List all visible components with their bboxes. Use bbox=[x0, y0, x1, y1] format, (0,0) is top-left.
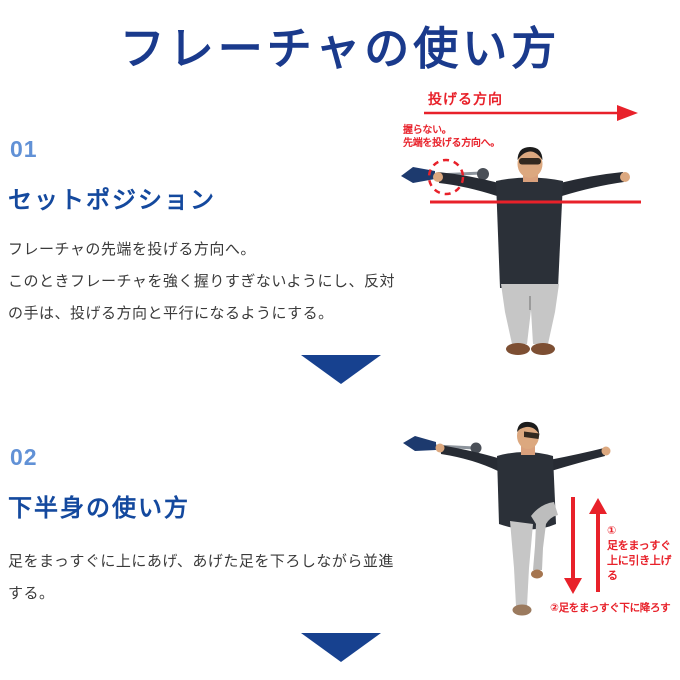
person-right-shoe bbox=[531, 343, 555, 355]
throw-direction-label: 投げる方向 bbox=[428, 91, 503, 107]
page-title: フレーチャの使い方 bbox=[119, 23, 561, 74]
person-left-hand bbox=[433, 172, 443, 182]
section-heading-lower-body: 下半身の使い方 bbox=[8, 495, 190, 522]
section-heading-set-position: セットポジション bbox=[8, 187, 216, 214]
person-pants bbox=[501, 284, 559, 344]
person-left-arm bbox=[440, 445, 501, 471]
person-right-arm bbox=[549, 448, 605, 471]
person-left-hand bbox=[435, 443, 445, 453]
person-right-hand bbox=[620, 172, 630, 182]
set-position-photo bbox=[401, 105, 641, 355]
grip-note-label: 握らない。 先端を投げる方向へ。 bbox=[403, 125, 500, 149]
person-sunglasses bbox=[524, 431, 540, 439]
step-down-label: ②足をまっすぐ下に降ろす bbox=[550, 602, 671, 614]
person-right-arm bbox=[560, 172, 624, 196]
person-right-hand bbox=[601, 446, 611, 456]
person-torso bbox=[496, 177, 563, 288]
set-position-illustration: 投げる方向 握らない。 先端を投げる方向へ。 bbox=[398, 86, 670, 366]
person-standing-leg bbox=[510, 521, 533, 606]
person-left-shoe bbox=[506, 343, 530, 355]
section-number-02: 02 bbox=[10, 444, 38, 470]
lower-body-illustration: ① 足をまっすぐ 上に引き上げる ②足をまっすぐ下に降ろす bbox=[395, 418, 680, 650]
person-raised-foot bbox=[531, 569, 543, 579]
lower-body-photo bbox=[403, 421, 611, 616]
person-standing-foot bbox=[512, 604, 532, 616]
leg-down-arrow-icon bbox=[564, 578, 582, 594]
person-sunglasses bbox=[519, 158, 541, 165]
throw-direction-arrow-icon bbox=[617, 105, 638, 121]
grip-dashed-circle-icon bbox=[427, 158, 465, 196]
flecha-ball bbox=[470, 442, 482, 454]
down-triangle-icon bbox=[301, 355, 381, 384]
person-raised-leg bbox=[531, 502, 558, 570]
person-hair bbox=[517, 421, 539, 434]
flecha-fins bbox=[403, 436, 436, 451]
leg-up-arrow-icon bbox=[589, 498, 607, 514]
flecha-fins bbox=[401, 167, 435, 183]
section-body-set-position: フレーチャの先端を投げる方向へ。 このときフレーチャを強く握りすぎないようにし、… bbox=[8, 241, 396, 322]
step-up-label: ① 足をまっすぐ 上に引き上げる bbox=[607, 525, 672, 582]
flecha-ball bbox=[477, 168, 489, 180]
person-left-arm bbox=[438, 172, 499, 196]
down-triangle-icon bbox=[301, 633, 381, 662]
section-number-01: 01 bbox=[10, 136, 38, 162]
person-hair bbox=[517, 147, 543, 160]
section-body-lower-body: 足をまっすぐに上にあげ、あげた足を下ろしながら並進する。 bbox=[8, 553, 394, 602]
